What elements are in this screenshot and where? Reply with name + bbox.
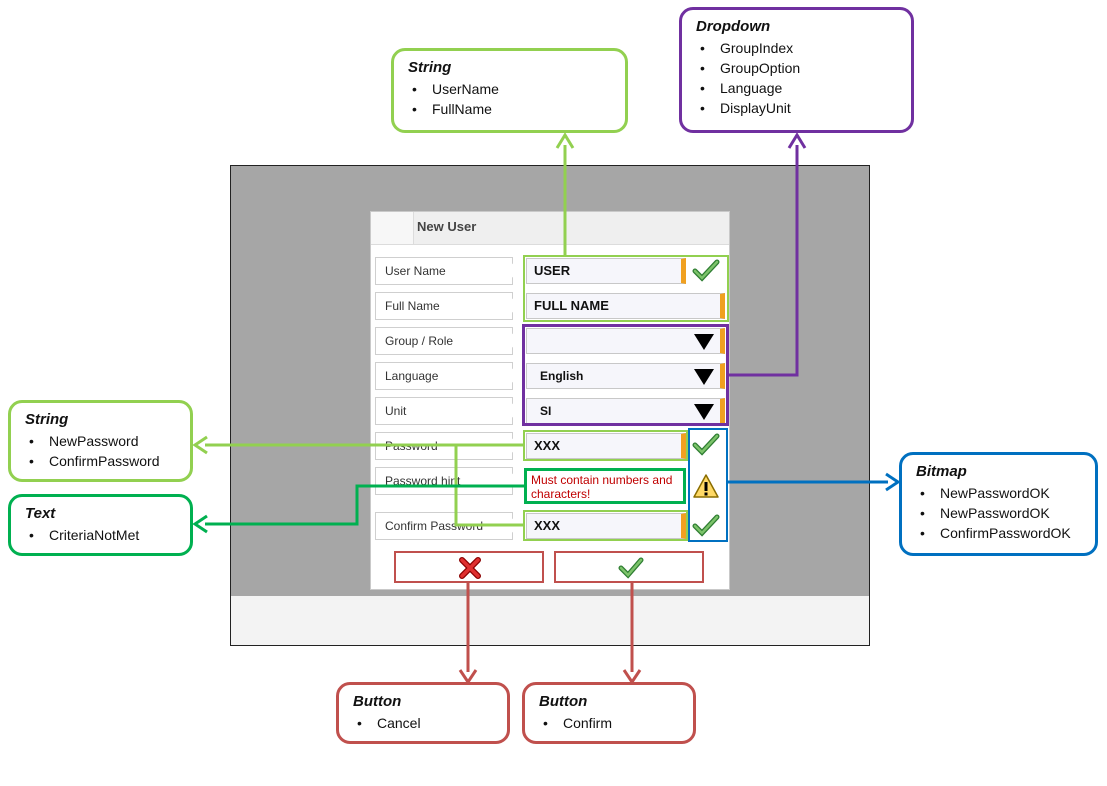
arrow-left-icon — [192, 514, 208, 534]
label-password-hint: Password hint — [375, 467, 513, 495]
language-dropdown[interactable]: English — [526, 363, 725, 389]
annotation-title: Button — [353, 693, 402, 710]
warning-icon — [693, 474, 719, 498]
label-user-name: User Name — [375, 257, 513, 285]
annotation-item: Language — [700, 78, 899, 98]
annotation-dropdown: Dropdown GroupIndex GroupOption Language… — [679, 7, 914, 133]
dialog-title: New User — [417, 219, 477, 234]
label-group-role: Group / Role — [375, 327, 513, 355]
arrow-up-icon — [555, 132, 575, 149]
annotation-item: NewPasswordOK — [920, 503, 1083, 523]
dropdown-highlight-frame — [522, 324, 729, 426]
triangle-down-icon — [694, 404, 714, 420]
dialog-tab — [371, 212, 414, 244]
group-role-dropdown[interactable] — [526, 328, 725, 354]
password-highlight-frame — [523, 430, 688, 461]
annotation-string-top: String UserName FullName — [391, 48, 628, 133]
confirm-password-highlight-frame — [523, 510, 688, 541]
annotation-item: ConfirmPasswordOK — [920, 523, 1083, 543]
cross-icon — [459, 557, 481, 579]
arrow-up-icon — [787, 132, 807, 149]
check-icon — [618, 557, 644, 579]
check-icon — [692, 514, 720, 537]
annotation-title: Button — [539, 693, 588, 710]
annotation-item: FullName — [412, 99, 613, 119]
annotation-item: Confirm — [543, 713, 681, 733]
annotation-title: Dropdown — [696, 18, 771, 35]
annotation-button-cancel: Button Cancel — [336, 682, 510, 744]
annotation-title: String — [408, 59, 452, 76]
label-unit: Unit — [375, 397, 513, 425]
criteria-not-met-text: Must contain numbers and characters! — [524, 468, 686, 504]
annotation-item: Cancel — [357, 713, 495, 733]
annotation-item: ConfirmPassword — [29, 451, 178, 471]
password-input[interactable]: XXX — [526, 433, 686, 459]
triangle-down-icon — [694, 369, 714, 385]
annotation-item: UserName — [412, 79, 613, 99]
user-name-input[interactable]: USER — [526, 258, 686, 284]
triangle-down-icon — [694, 334, 714, 350]
annotation-item: NewPassword — [29, 431, 178, 451]
connector-confirm-password — [454, 445, 523, 527]
label-full-name: Full Name — [375, 292, 513, 320]
annotation-item: DisplayUnit — [700, 98, 899, 118]
arrow-left-icon — [192, 435, 208, 455]
language-value: English — [540, 369, 584, 383]
arrow-right-icon — [885, 472, 901, 492]
annotation-title: Bitmap — [916, 463, 967, 480]
string-highlight-frame — [523, 255, 729, 322]
annotation-title: String — [25, 411, 69, 428]
annotation-item: CriteriaNotMet — [29, 525, 178, 545]
bitmap-highlight-frame — [688, 428, 728, 542]
confirm-password-input[interactable]: XXX — [526, 513, 686, 539]
annotation-item: GroupIndex — [700, 38, 899, 58]
annotation-string-left: String NewPassword ConfirmPassword — [8, 400, 193, 482]
connector-dropdown — [729, 145, 799, 377]
full-name-input[interactable]: FULL NAME — [526, 293, 725, 319]
annotation-text: Text CriteriaNotMet — [8, 494, 193, 556]
unit-value: SI — [540, 404, 552, 418]
check-icon — [692, 433, 720, 456]
confirm-button[interactable] — [554, 551, 704, 583]
annotation-bitmap: Bitmap NewPasswordOK NewPasswordOK Confi… — [899, 452, 1098, 556]
cancel-button[interactable] — [394, 551, 544, 583]
annotation-item: GroupOption — [700, 58, 899, 78]
connector-text — [205, 484, 524, 526]
annotation-item: NewPasswordOK — [920, 483, 1083, 503]
label-language: Language — [375, 362, 513, 390]
dialog-header: New User — [371, 212, 729, 245]
check-icon — [692, 259, 720, 282]
annotation-title: Text — [25, 505, 56, 522]
annotation-button-confirm: Button Confirm — [522, 682, 696, 744]
